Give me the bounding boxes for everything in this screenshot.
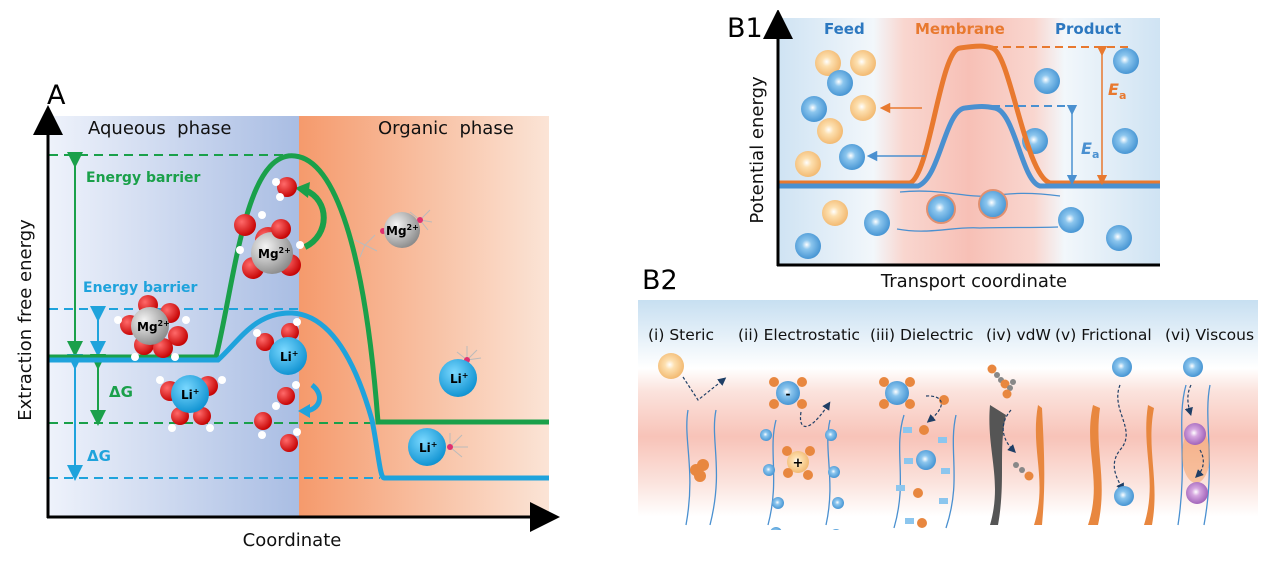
membrane-label: Membrane <box>915 20 1005 38</box>
free-water-molecules <box>254 381 301 452</box>
hydrated-li-ion-left <box>156 375 226 432</box>
high-barrier-curve <box>778 43 1160 186</box>
panel-b1-x-axis-label: Transport coordinate <box>880 271 1067 292</box>
panel-a-letter: A <box>47 80 66 111</box>
mg-exchange-arrowhead <box>295 182 310 198</box>
li-ion-label-1: Li+ <box>181 387 199 402</box>
panel-a-diagram: Aqueous phase Organic phase Energy barri… <box>15 105 560 551</box>
li-delta-g-label: ΔG <box>87 447 111 465</box>
mechanism-frictional-label: (v) Frictional <box>1055 326 1152 344</box>
viscous-illustration <box>1177 357 1211 526</box>
mg-energy-barrier-label: Energy barrier <box>86 170 201 186</box>
svg-text:-: - <box>786 387 791 401</box>
mg-ion-label-3: Mg2+ <box>386 223 419 238</box>
svg-text:+: + <box>793 456 804 471</box>
mechanism-viscous-label: (vi) Viscous <box>1165 326 1254 344</box>
panel-a-y-axis-label: Extraction free energy <box>15 219 36 421</box>
mg-energy-curve <box>49 153 549 425</box>
mechanism-steric-label: (i) Steric <box>648 326 714 344</box>
b2-background <box>638 300 1258 528</box>
low-barrier-curve <box>778 104 1160 189</box>
li-ion-label-3: Li+ <box>450 371 468 386</box>
feed-particles <box>795 50 890 259</box>
panel-b2-diagram: (i) Steric (ii) Electrostatic (iii) Diel… <box>638 300 1258 530</box>
panel-b1-letter: B1 <box>727 13 763 44</box>
vdw-illustration <box>987 364 1045 525</box>
hydrated-mg-ion-top <box>234 177 304 279</box>
mg-ion-label-2: Mg2+ <box>137 319 170 334</box>
li-energy-barrier-label: Energy barrier <box>83 280 198 296</box>
mg-delta-g-label: ΔG <box>109 383 133 401</box>
mechanism-vdw-label: (iv) vdW <box>986 326 1051 344</box>
electrostatic-illustration: - + <box>760 377 844 530</box>
pore-particle-2 <box>978 189 1008 219</box>
panel-b1-y-axis-label: Potential energy <box>747 76 768 224</box>
panel-a-x-axis-label: Coordinate <box>243 530 342 551</box>
li-exchange-arrowhead <box>298 404 310 418</box>
organic-phase-label: Organic phase <box>378 118 514 139</box>
dielectric-illustration <box>879 377 957 529</box>
pore-particle-1 <box>926 194 956 224</box>
mechanism-electrostatic-label: (ii) Electrostatic <box>738 326 860 344</box>
li-extractant-complex-upper <box>439 346 482 397</box>
product-label: Product <box>1055 20 1121 38</box>
li-ion-interface <box>253 318 307 375</box>
mg-ion-label-1: Mg2+ <box>258 246 291 261</box>
mechanism-dielectric-label: (iii) Dielectric <box>870 326 973 344</box>
feed-label: Feed <box>824 20 865 38</box>
li-energy-curve <box>49 310 549 481</box>
panel-b1-diagram: Feed Membrane Product Ea Ea Transport co… <box>747 10 1160 292</box>
mg-water-exchange-arrow <box>303 187 327 250</box>
frictional-illustration <box>1088 357 1155 525</box>
pore-wall-bottom <box>896 226 1059 232</box>
li-ion-label-4: Li+ <box>419 440 437 455</box>
hydrated-mg-ion-left <box>114 295 190 361</box>
product-particles <box>1022 48 1139 251</box>
aqueous-phase-label: Aqueous phase <box>88 118 231 139</box>
li-extractant-complex-lower <box>408 428 468 466</box>
steric-illustration <box>658 353 727 526</box>
li-ion-label-2: Li+ <box>280 349 298 364</box>
panel-b2-letter: B2 <box>642 265 678 296</box>
high-ea-label: Ea <box>1108 80 1126 102</box>
mg-extractant-complex <box>354 209 433 258</box>
low-ea-label: Ea <box>1081 139 1099 161</box>
